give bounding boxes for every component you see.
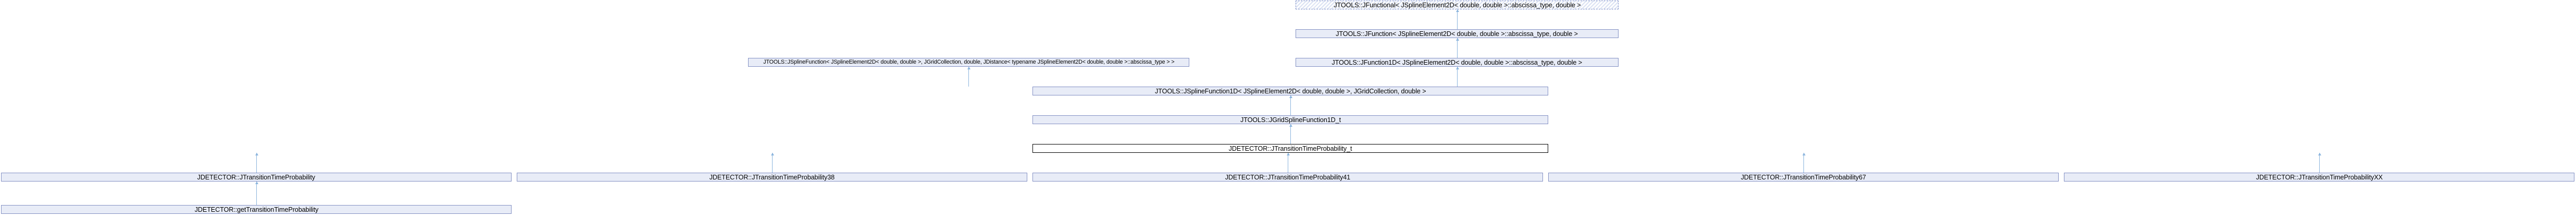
edge-jgridsplinefunction1d_t-to-jsplinefunction1d [1290,95,1291,115]
class-node-label: JTOOLS::JFunctional< JSplineElement2D< d… [1333,1,1581,9]
class-node-jtransitiontimeprobabilityxx[interactable]: JDETECTOR::JTransitionTimeProbabilityXX [2064,173,2574,182]
class-node-jtransitiontimeprobability_t[interactable]: JDETECTOR::JTransitionTimeProbability_t [1032,144,1548,153]
class-node-label: JTOOLS::JFunction< JSplineElement2D< dou… [1336,30,1578,38]
arrowhead-icon [1456,38,1459,41]
class-node-label: JDETECTOR::JTransitionTimeProbability41 [1225,173,1351,181]
class-node-label: JTOOLS::JSplineFunction1D< JSplineElemen… [1154,87,1426,95]
class-node-jfunction[interactable]: JTOOLS::JFunction< JSplineElement2D< dou… [1296,29,1619,38]
class-node-jfunctional[interactable]: JTOOLS::JFunctional< JSplineElement2D< d… [1296,1,1619,9]
class-node-jtransitiontimeprobability38[interactable]: JDETECTOR::JTransitionTimeProbability38 [517,173,1027,182]
edge-jtransitiontimeprobabilityxx-to-jtransitiontimeprobability_t [2319,153,2320,173]
edge-gettransitiontimeprobability-to-jtransitiontimeprobability [256,182,257,205]
edge-jtransitiontimeprobability_t-to-jgridsplinefunction1d_t [1290,124,1291,144]
arrowhead-icon [1456,67,1459,69]
class-node-jgridsplinefunction1d_t[interactable]: JTOOLS::JGridSplineFunction1D_t [1032,115,1548,124]
arrowhead-icon [2318,153,2321,155]
edge-jfunction-to-jfunctional [1457,9,1458,29]
class-node-jsplinefunction[interactable]: JTOOLS::JSplineFunction< JSplineElement2… [748,58,1189,67]
class-node-jtransitiontimeprobability41[interactable]: JDETECTOR::JTransitionTimeProbability41 [1032,173,1543,182]
arrowhead-icon [1289,95,1292,98]
class-node-label: JDETECTOR::JTransitionTimeProbability67 [1740,173,1866,181]
arrowhead-icon [255,182,258,184]
edge-jsplinefunction1d-to-jsplinefunction [968,67,969,87]
arrowhead-icon [771,153,774,155]
class-node-label: JDETECTOR::JTransitionTimeProbability [197,173,316,181]
class-node-label: JTOOLS::JSplineFunction< JSplineElement2… [763,59,1175,65]
edge-jtransitiontimeprobability38-to-jtransitiontimeprobability_t [772,153,773,173]
class-node-label: JDETECTOR::JTransitionTimeProbabilityXX [2256,173,2383,181]
class-node-gettransitiontimeprobability[interactable]: JDETECTOR::getTransitionTimeProbability [1,205,512,214]
arrowhead-icon [1802,153,1806,155]
class-node-jfunction1d[interactable]: JTOOLS::JFunction1D< JSplineElement2D< d… [1296,58,1619,67]
class-node-jsplinefunction1d[interactable]: JTOOLS::JSplineFunction1D< JSplineElemen… [1032,87,1548,95]
arrowhead-icon [255,153,258,155]
edge-jfunction1d-to-jfunction [1457,38,1458,58]
arrowhead-icon [1456,9,1459,12]
edge-jsplinefunction1d-to-jfunction1d [1457,67,1458,87]
arrowhead-icon [1289,124,1292,127]
edge-jtransitiontimeprobability67-to-jtransitiontimeprobability_t [1803,153,1804,173]
edge-jtransitiontimeprobability-to-jtransitiontimeprobability_t [256,153,257,173]
class-node-label: JDETECTOR::JTransitionTimeProbability38 [709,173,835,181]
class-node-jtransitiontimeprobability67[interactable]: JDETECTOR::JTransitionTimeProbability67 [1548,173,2059,182]
class-node-label: JDETECTOR::JTransitionTimeProbability_t [1228,144,1352,152]
class-node-jtransitiontimeprobability[interactable]: JDETECTOR::JTransitionTimeProbability [1,173,512,182]
arrowhead-icon [967,67,970,69]
class-node-label: JTOOLS::JGridSplineFunction1D_t [1240,116,1341,124]
class-node-label: JDETECTOR::getTransitionTimeProbability [194,206,318,213]
arrowhead-icon [1287,153,1290,155]
class-node-label: JTOOLS::JFunction1D< JSplineElement2D< d… [1331,58,1583,66]
